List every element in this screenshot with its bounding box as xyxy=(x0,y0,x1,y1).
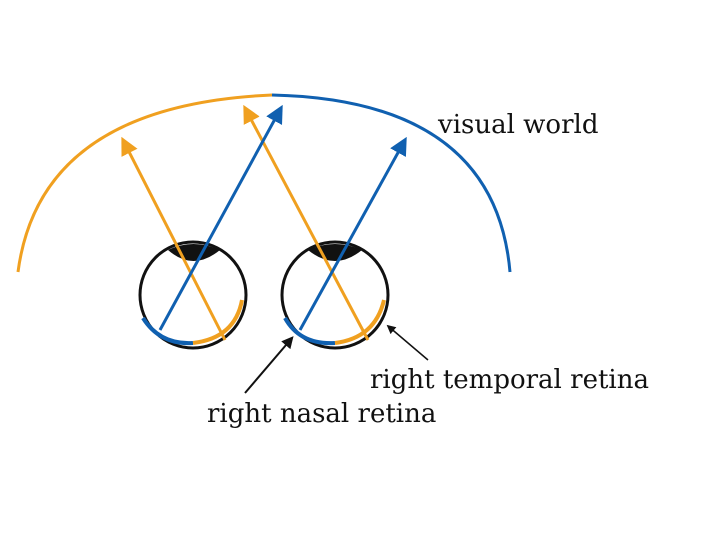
visual-world-arc-left-field xyxy=(16,93,273,273)
right-pupil xyxy=(308,244,362,261)
right-temporal-retina-label: right temporal retina xyxy=(370,365,649,395)
right-nasal-retina xyxy=(283,316,336,346)
right-eyeball xyxy=(280,240,390,350)
left-retina-orange xyxy=(192,299,244,345)
visual-world-arc-right-field xyxy=(271,93,512,273)
visual-world-label: visual world xyxy=(437,110,598,140)
left-eyeball xyxy=(138,240,248,350)
ray-blue-right-eye xyxy=(298,136,407,331)
left-eye xyxy=(138,240,248,350)
pointer-right-temporal-retina xyxy=(386,324,429,361)
ray-orange-right-eye xyxy=(243,104,370,341)
ray-orange-left-eye xyxy=(121,136,227,341)
right-nasal-retina-label: right nasal retina xyxy=(207,399,436,429)
right-eye xyxy=(280,240,390,350)
pointer-right-nasal-retina xyxy=(244,336,294,394)
left-retina-blue xyxy=(141,316,194,346)
ray-blue-left-eye xyxy=(158,104,283,331)
right-temporal-retina xyxy=(334,299,386,345)
